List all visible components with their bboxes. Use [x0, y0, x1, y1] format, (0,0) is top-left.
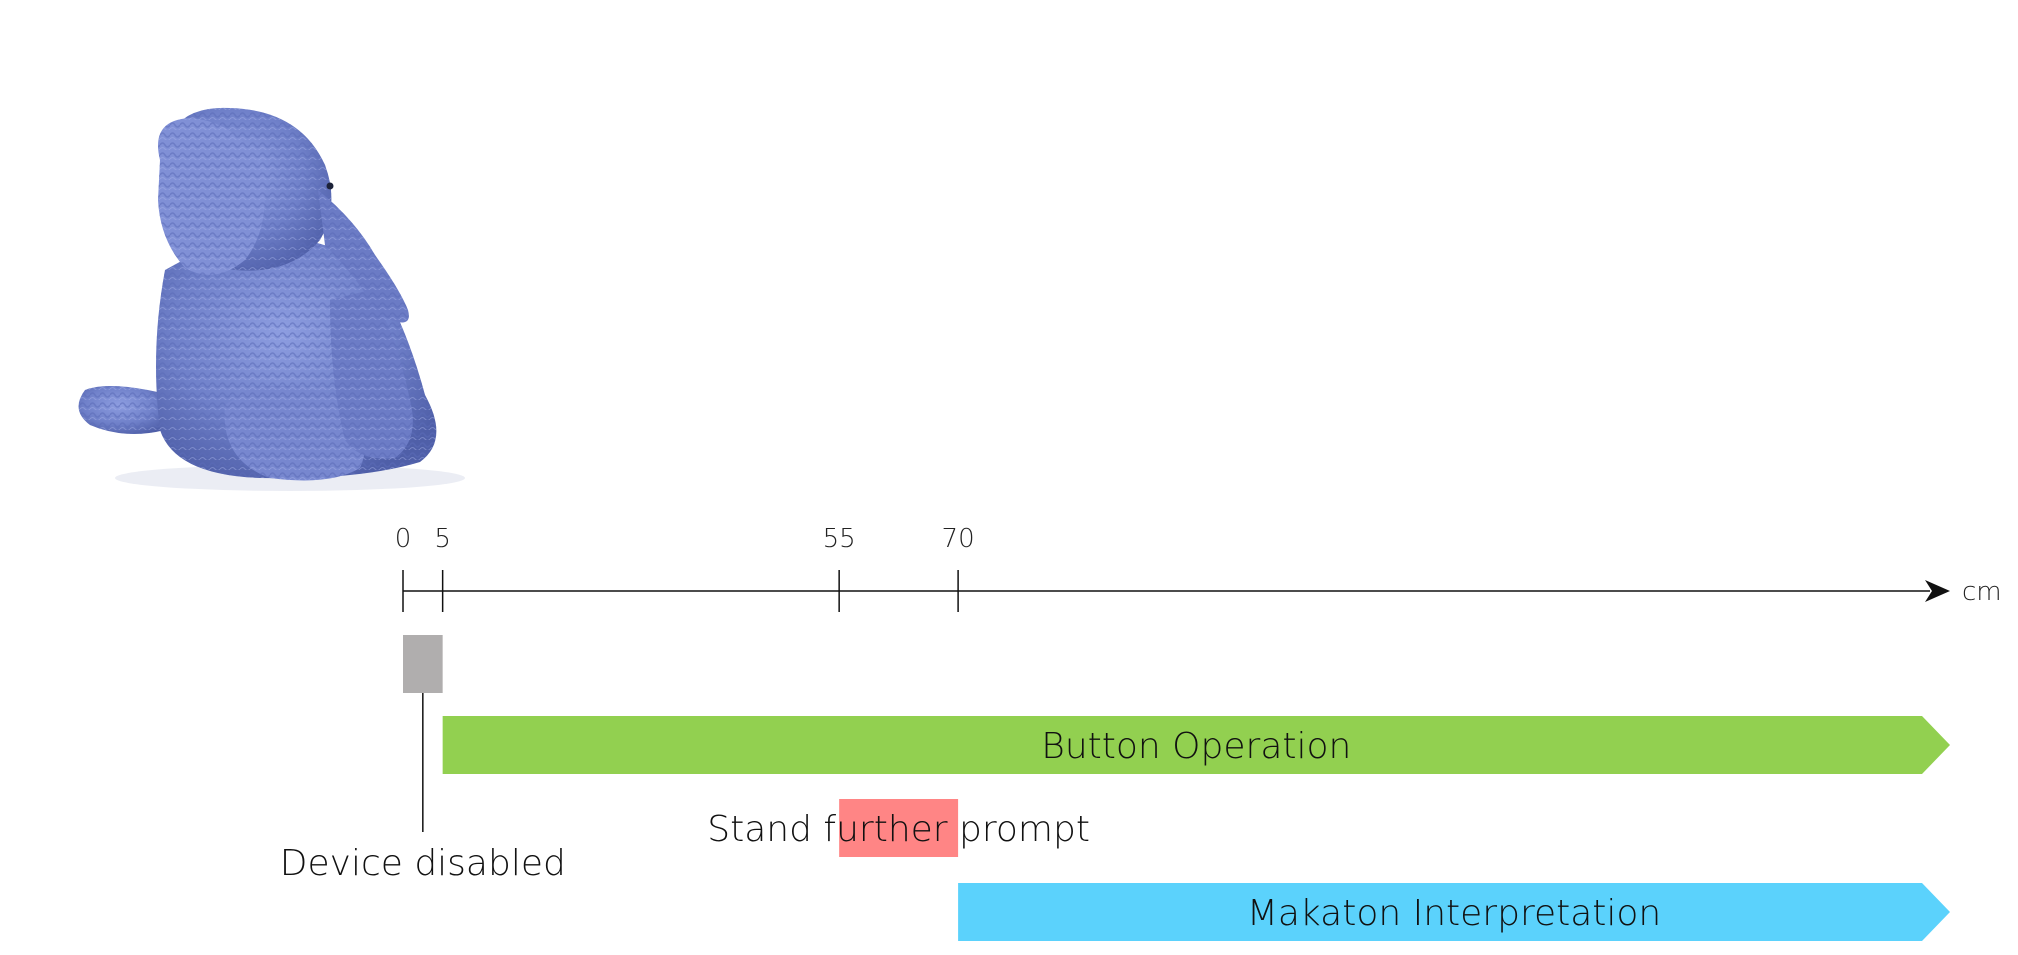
device-disabled-label: Device disabled — [280, 843, 566, 884]
axis-unit-label: cm — [1962, 577, 2002, 607]
zone-bar-prompt — [839, 799, 959, 857]
device-disabled-annotation: Device disabled — [280, 693, 566, 884]
zone-label-button: Button Operation — [1041, 726, 1351, 767]
axis-tick-label-55: 55 — [823, 524, 856, 554]
zone-bar-button — [442, 716, 1950, 774]
axis-arrowhead — [1925, 580, 1950, 602]
zone-label-makaton: Makaton Interpretation — [1247, 893, 1661, 934]
zone-label-prompt: Stand further prompt — [707, 809, 1090, 850]
axis-tick-label-0: 0 — [395, 524, 412, 554]
axis-tick-label-5: 5 — [434, 524, 451, 554]
axis-tick-label-70: 70 — [942, 524, 975, 554]
plush-elephant-icon — [78, 107, 465, 491]
zone-bar-disabled — [403, 635, 443, 693]
zone-bar-makaton — [958, 883, 1950, 941]
